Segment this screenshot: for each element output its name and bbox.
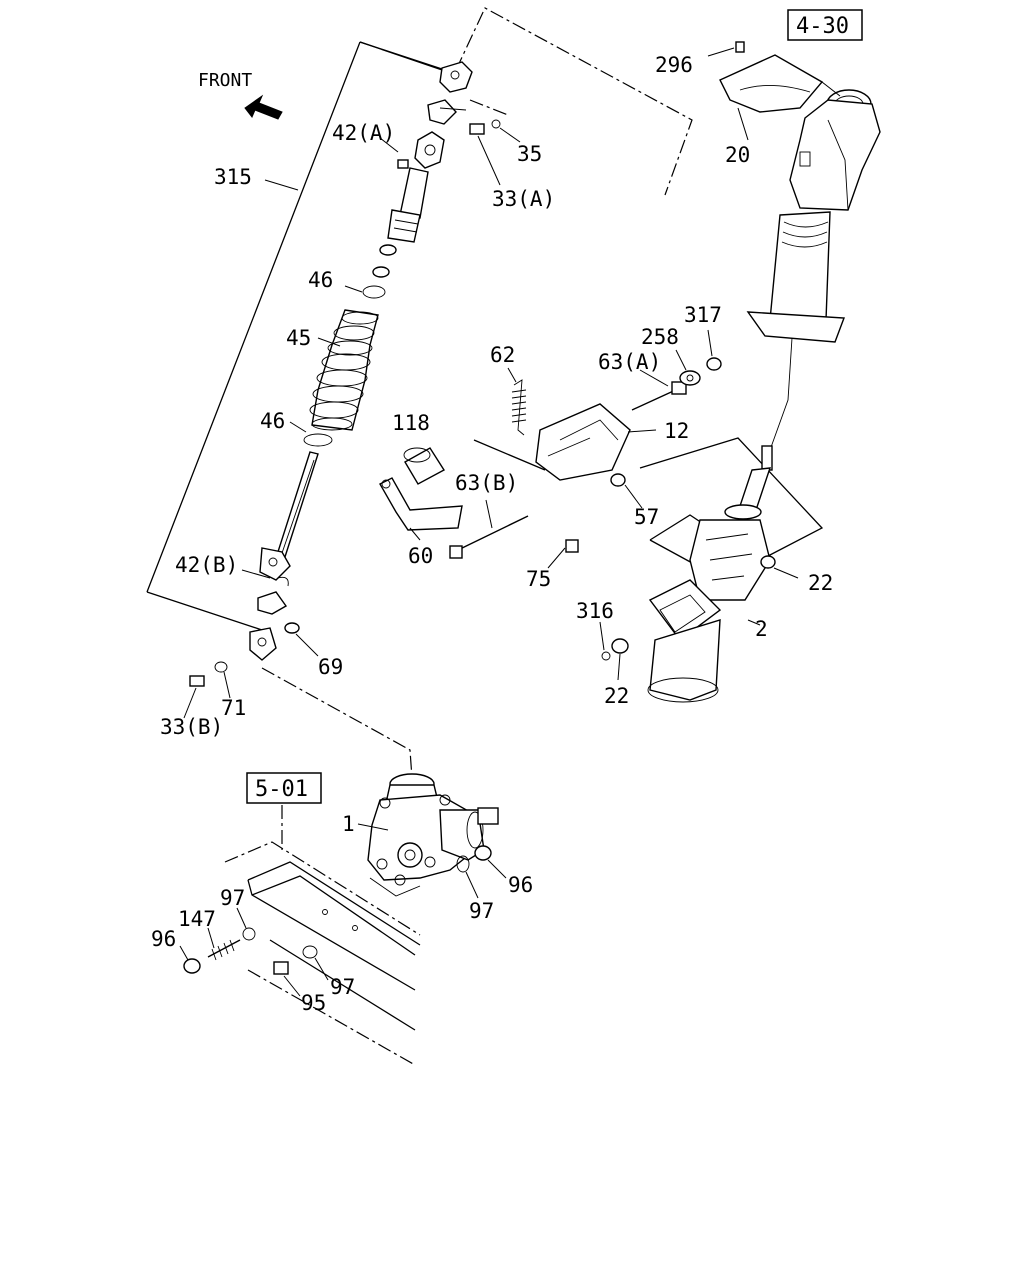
callout-46-top[interactable]: 46: [308, 268, 333, 292]
callout-147[interactable]: 147: [178, 907, 216, 931]
part-315-shaft[interactable]: [264, 167, 429, 243]
callout-57[interactable]: 57: [634, 505, 659, 529]
part-57-nut[interactable]: [610, 473, 643, 509]
part-97-washer-right[interactable]: [456, 855, 479, 899]
callout-63a[interactable]: 63(A): [598, 350, 661, 374]
part-20-cover[interactable]: [719, 54, 824, 141]
part-258-nut[interactable]: [675, 349, 701, 386]
callout-71[interactable]: 71: [221, 696, 246, 720]
lower-dash-line: [261, 667, 413, 779]
ref-box-5-01-label: 5-01: [255, 777, 308, 802]
callout-20[interactable]: 20: [725, 143, 750, 167]
column-shroud[interactable]: [746, 81, 881, 343]
part-60-lever[interactable]: [379, 477, 463, 541]
callout-2[interactable]: 2: [755, 617, 768, 641]
callout-96-right[interactable]: 96: [508, 873, 533, 897]
part-22-nut-bottom[interactable]: [611, 638, 629, 681]
part-316-pin[interactable]: [599, 621, 611, 661]
part-45-boot[interactable]: [309, 309, 379, 431]
part-317-nut[interactable]: [706, 329, 722, 371]
part-62-spring[interactable]: [507, 367, 527, 436]
part-46-clamp-lower[interactable]: [289, 421, 333, 447]
upper-universal-joint[interactable]: [397, 61, 473, 169]
callout-96-left[interactable]: 96: [151, 927, 176, 951]
callout-317[interactable]: 317: [684, 303, 722, 327]
callout-1[interactable]: 1: [342, 812, 355, 836]
callout-33a[interactable]: 33(A): [492, 187, 555, 211]
lower-shaft[interactable]: [259, 451, 319, 581]
callout-22-right[interactable]: 22: [808, 571, 833, 595]
callout-69[interactable]: 69: [318, 655, 343, 679]
part-96-nut-left[interactable]: [179, 945, 201, 974]
callout-75[interactable]: 75: [526, 567, 551, 591]
part-42b-bolt[interactable]: [241, 569, 289, 587]
ref-box-5-01[interactable]: 5-01: [246, 772, 322, 804]
callout-97-left[interactable]: 97: [220, 886, 245, 910]
part-63b-bolt[interactable]: [449, 499, 529, 559]
ref-box-4-30-label: 4-30: [796, 14, 849, 39]
callout-63b[interactable]: 63(B): [455, 471, 518, 495]
part-95-bolt[interactable]: [273, 961, 301, 997]
front-arrow-icon: [244, 94, 283, 120]
part-46-clamp-upper[interactable]: [344, 285, 386, 299]
shaft-clamp-nut-lower[interactable]: [372, 266, 390, 278]
callout-97-right[interactable]: 97: [469, 899, 494, 923]
callout-296[interactable]: 296: [655, 53, 693, 77]
callout-62[interactable]: 62: [490, 343, 515, 367]
part-1-gear-box[interactable]: [357, 773, 499, 897]
shaft-clamp-nut-upper[interactable]: [379, 244, 397, 256]
callout-labels: 296 20 35 33(A) 42(A) 315 46 45 46 62 25…: [151, 53, 833, 1015]
front-indicator: FRONT: [198, 70, 283, 120]
part-42a-bolt[interactable]: [379, 137, 399, 153]
part-147-bolt[interactable]: [207, 927, 241, 961]
callout-42a[interactable]: 42(A): [332, 121, 395, 145]
callout-33b[interactable]: 33(B): [160, 715, 223, 739]
callout-35[interactable]: 35: [517, 142, 542, 166]
lower-universal-joint[interactable]: [249, 591, 288, 661]
part-12-bracket[interactable]: [535, 403, 657, 481]
part-35-circlip[interactable]: [491, 119, 521, 143]
part-22-nut-right[interactable]: [760, 555, 799, 579]
callout-45[interactable]: 45: [286, 326, 311, 350]
part-33b-bolt[interactable]: [183, 675, 205, 719]
callout-316[interactable]: 316: [576, 599, 614, 623]
callout-95[interactable]: 95: [301, 991, 326, 1015]
part-33a-bolt[interactable]: [469, 123, 501, 186]
callout-46-bottom[interactable]: 46: [260, 409, 285, 433]
upper-dash-line: [455, 7, 693, 196]
callout-42b[interactable]: 42(B): [175, 553, 238, 577]
ref-box-4-30[interactable]: 4-30: [787, 9, 863, 41]
part-2-column[interactable]: [647, 445, 773, 703]
callout-12[interactable]: 12: [664, 419, 689, 443]
part-69-nut[interactable]: [284, 622, 319, 657]
part-75-bolt[interactable]: [547, 539, 579, 569]
part-296-bolt[interactable]: [707, 41, 745, 57]
part-63a-bolt[interactable]: [631, 369, 687, 411]
frame-rail: [224, 841, 421, 1066]
part-97-washer-bottom[interactable]: [302, 945, 329, 981]
callout-60[interactable]: 60: [408, 544, 433, 568]
callout-258[interactable]: 258: [641, 325, 679, 349]
part-96-nut-right[interactable]: [474, 845, 507, 879]
part-71-washer[interactable]: [214, 661, 231, 699]
callout-97-bottom[interactable]: 97: [330, 975, 355, 999]
callout-22-bottom[interactable]: 22: [604, 684, 629, 708]
column-group-outline: [473, 439, 546, 471]
part-97-washer-left[interactable]: [236, 907, 256, 941]
part-118-bushing[interactable]: [403, 447, 445, 485]
callout-118[interactable]: 118: [392, 411, 430, 435]
front-label: FRONT: [198, 70, 252, 91]
callout-315[interactable]: 315: [214, 165, 252, 189]
